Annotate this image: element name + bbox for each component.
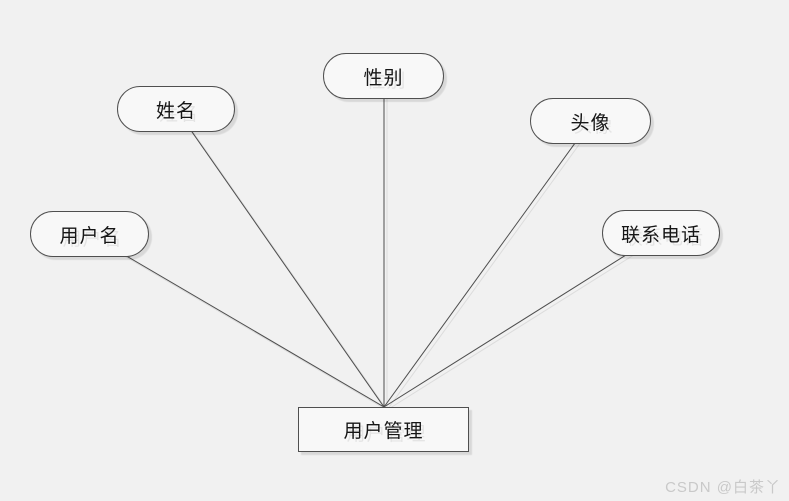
connector-line-avatar (383, 120, 592, 408)
connector-shadow-group (91, 79, 665, 411)
entity-node-user-management: 用户管理 (298, 407, 469, 452)
connector-group (88, 76, 662, 408)
attribute-node-name: 姓名 (117, 86, 235, 132)
attribute-node-avatar: 头像 (530, 98, 651, 144)
connector-line-username (88, 233, 385, 408)
attribute-node-phone: 联系电话 (602, 210, 720, 256)
connector-line-phone (383, 232, 662, 408)
connector-line-name (175, 108, 385, 408)
watermark: CSDN @白茶丫 (665, 479, 781, 496)
attribute-node-gender: 性别 (323, 53, 444, 99)
attribute-node-username: 用户名 (30, 211, 149, 257)
